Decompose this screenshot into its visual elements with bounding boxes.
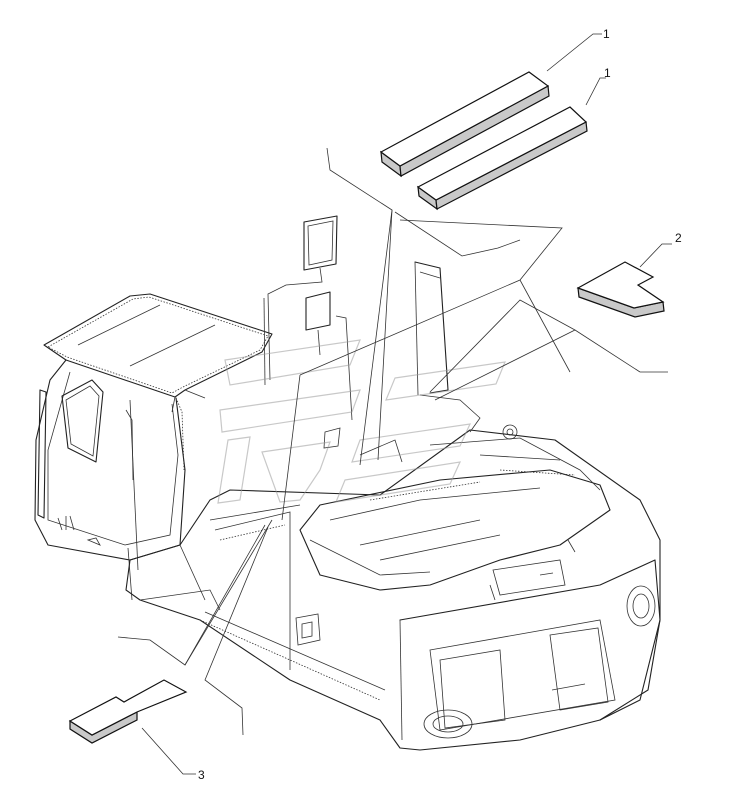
engine-hood [299, 437, 611, 591]
watermark-logo [217, 339, 506, 504]
pad-2[interactable] [576, 261, 665, 318]
excavator-body-drawing [34, 215, 661, 751]
callout-1a-label: 1 [603, 27, 610, 41]
callouts: 1 1 2 3 [198, 27, 682, 782]
callout-3-label: 3 [198, 768, 205, 782]
leader-lines [117, 33, 672, 775]
pad-3[interactable] [68, 679, 188, 744]
pad-1a[interactable] [379, 71, 550, 178]
cab-body [34, 359, 186, 601]
pad-1b[interactable] [416, 106, 588, 211]
counterweight [399, 539, 661, 741]
handrail-mirrors [263, 215, 518, 463]
callout-1b-label: 1 [604, 66, 611, 80]
cab-roof [43, 293, 273, 413]
callout-2-label: 2 [675, 231, 682, 245]
chassis [125, 429, 661, 751]
